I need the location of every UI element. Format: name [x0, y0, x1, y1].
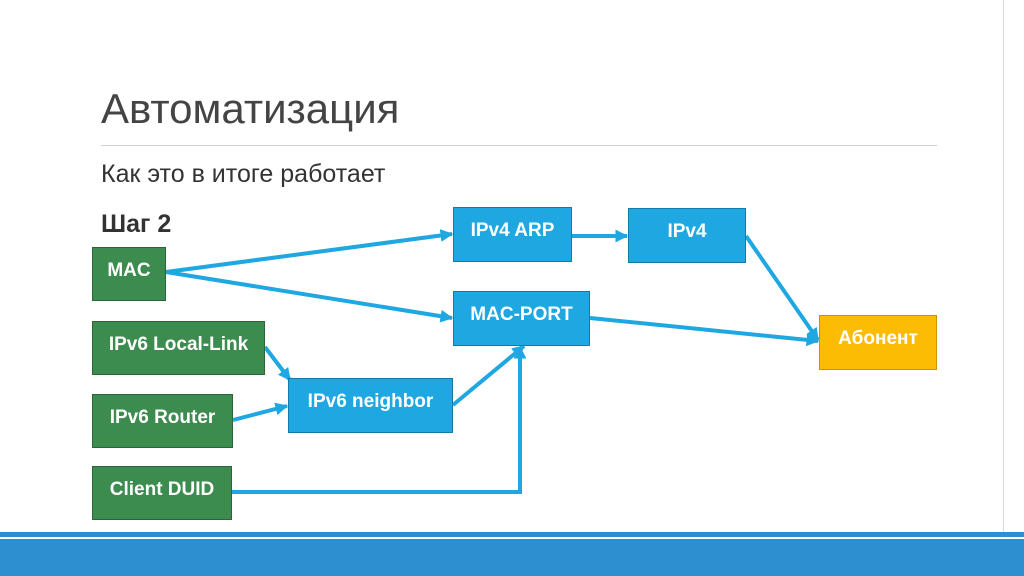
- node-client-duid: Client DUID: [92, 466, 232, 520]
- footer-bar: [0, 539, 1024, 576]
- slide-title: Автоматизация: [101, 85, 400, 132]
- node-ipv6-local-link: IPv6 Local-Link: [92, 321, 265, 375]
- slide-right-divider: [1003, 0, 1004, 532]
- arrow-neighbor-to-mac-port: [451, 344, 526, 407]
- node-client-duid-label: Client DUID: [109, 479, 215, 500]
- title-divider: [101, 145, 937, 146]
- footer-gap: [0, 537, 1024, 539]
- arrow-ipv6-local-link-to-neighbor: [263, 345, 292, 382]
- node-mac: MAC: [92, 247, 166, 301]
- node-subscriber-label: Абонент: [838, 328, 918, 349]
- arrow-mac-port-to-subscriber: [589, 316, 820, 347]
- node-ipv6-local-link-label: IPv6 Local-Link: [108, 334, 249, 355]
- node-ipv4-label: IPv4: [667, 221, 707, 242]
- slide-subtitle: Как это в итоге работает: [101, 160, 386, 188]
- node-mac-port: MAC-PORT: [453, 291, 590, 346]
- arrow-client-duid-to-mac-port: [232, 345, 527, 494]
- node-ipv6-neighbor: IPv6 neighbor: [288, 378, 453, 433]
- node-ipv4-arp-label: IPv4 ARP: [470, 220, 555, 241]
- arrow-ipv4-to-subscriber: [744, 234, 820, 342]
- node-ipv4: IPv4: [628, 208, 746, 263]
- arrow-mac-to-ipv4-arp: [165, 229, 454, 274]
- arrow-mac-to-mac-port: [165, 270, 454, 323]
- node-ipv6-router: IPv6 Router: [92, 394, 233, 448]
- footer-accent-bar: [0, 532, 1024, 537]
- node-subscriber: Абонент: [819, 315, 937, 370]
- node-mac-label: MAC: [107, 260, 151, 281]
- step-label: Шаг 2: [101, 210, 172, 238]
- node-mac-port-label: MAC-PORT: [470, 304, 573, 325]
- arrow-ipv6-router-to-neighbor: [232, 402, 289, 422]
- node-ipv6-router-label: IPv6 Router: [109, 407, 216, 428]
- node-ipv4-arp: IPv4 ARP: [453, 207, 572, 262]
- node-ipv6-neighbor-label: IPv6 neighbor: [307, 391, 434, 412]
